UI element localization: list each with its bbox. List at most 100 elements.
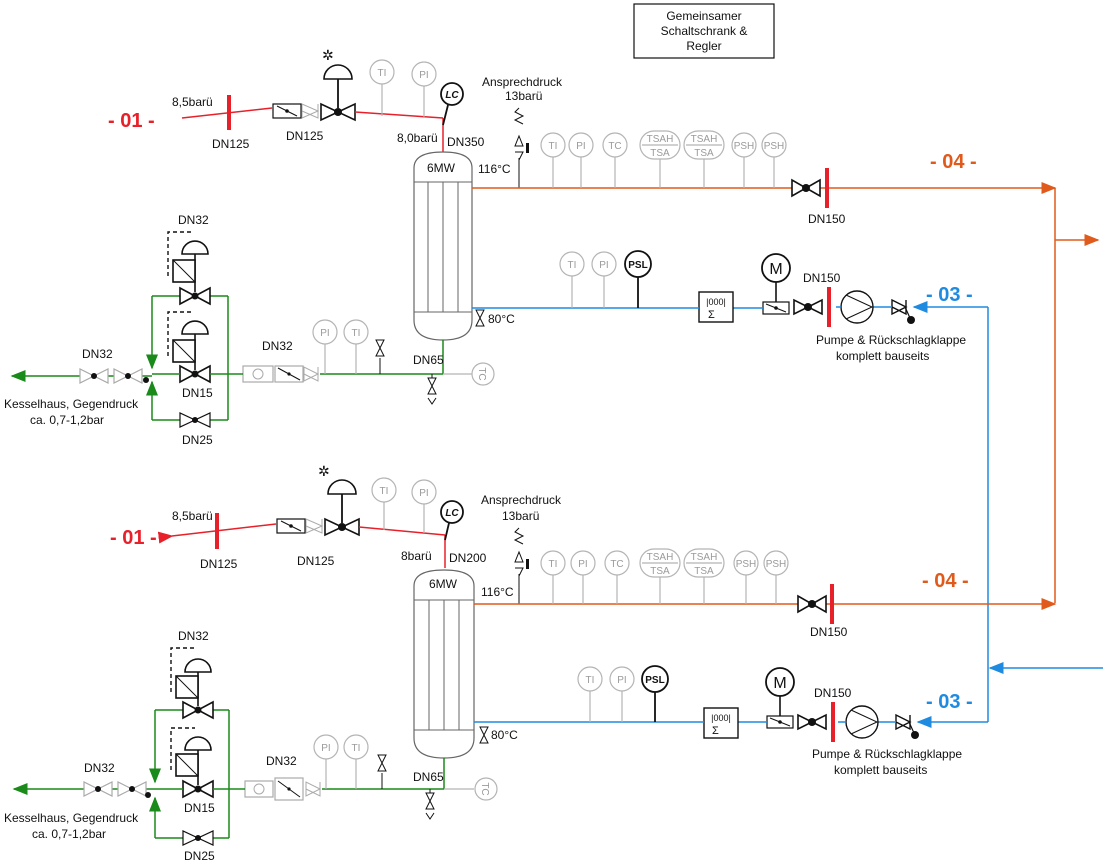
motor-icon (761, 253, 791, 283)
relief-value: 13barü (505, 89, 542, 103)
valve-station-1: DN32 DN15 DN25 (146, 213, 229, 447)
ti-bubble: TI (568, 260, 577, 271)
pi-bubble: PI (419, 70, 428, 81)
tsah-label: TSAH (691, 552, 718, 563)
return-dn: DN150 (803, 271, 841, 285)
psl-bubble: PSL (628, 260, 647, 271)
tc-bubble: TC (479, 782, 490, 795)
panel-line-3: Regler (686, 39, 721, 53)
pump-icon (845, 705, 879, 739)
tsa-label: TSA (694, 566, 714, 577)
common-headers (987, 188, 1103, 722)
valve-station-2: DN32 DN15 DN25 (149, 629, 230, 863)
ti-bubble: TI (352, 328, 361, 339)
cond-dn: DN65 (413, 770, 444, 784)
motor-icon (765, 667, 795, 697)
cold-temp: 80°C (488, 312, 515, 326)
supply-dn: DN150 (810, 625, 848, 639)
control-valve: ✲ (318, 463, 360, 537)
inlet-pressure: 8,5barü (172, 509, 213, 523)
ti-bubble: TI (378, 68, 387, 79)
station-dn-top: DN32 (178, 629, 209, 643)
tsah-label: TSAH (647, 552, 674, 563)
nozzle-dn: DN200 (449, 551, 487, 565)
station-dn15: DN15 (182, 386, 213, 400)
supply-dn: DN150 (808, 212, 846, 226)
stream-03-label: - 03 - (926, 284, 973, 306)
ti-bubble: TI (549, 141, 558, 152)
ti-bubble: TI (352, 743, 361, 754)
psh-bubble: PSH (766, 559, 787, 570)
tc-bubble: TC (476, 367, 487, 380)
station-dn25: DN25 (182, 433, 213, 447)
relief-value: 13barü (502, 509, 539, 523)
stream-03-label: - 03 - (926, 691, 973, 713)
heat-exchanger-1: 6MW (413, 151, 473, 341)
meter-sigma: Σ (712, 725, 719, 737)
stream-04-label: - 04 - (922, 570, 969, 592)
pi-bubble: PI (617, 675, 626, 686)
pump-icon (840, 290, 874, 324)
relief-title: Ansprechdruck (481, 493, 562, 507)
cond-valve-dn: DN32 (262, 339, 293, 353)
psh-bubble: PSH (736, 559, 757, 570)
pi-bubble: PI (320, 328, 329, 339)
stream-01-label: - 01 - (110, 527, 157, 549)
pump-note-2: komplett bauseits (834, 763, 927, 777)
pressure-label: 8,0barü (397, 131, 438, 145)
outlet-note-2: ca. 0,7-1,2bar (30, 413, 104, 427)
hx-power: 6MW (429, 577, 458, 591)
pi-bubble: PI (578, 559, 587, 570)
actuator-icon: ✲ (322, 47, 334, 63)
pi-bubble: PI (321, 743, 330, 754)
nozzle-dn: DN350 (447, 135, 485, 149)
control-panel-box: Gemeinsamer Schaltschrank & Regler (633, 3, 775, 59)
pump-note-2: komplett bauseits (836, 349, 929, 363)
motor-label: M (769, 261, 782, 278)
tsa-label: TSA (650, 148, 670, 159)
tsah-label: TSAH (691, 134, 718, 145)
tsa-label: TSA (650, 566, 670, 577)
unit-2: - 01 - 8,5barü DN125 DN125 ✲ TI PI LC 8b… (4, 463, 1057, 863)
meter-counter: |000| (706, 297, 726, 307)
station-dn15: DN15 (184, 801, 215, 815)
tsah-label: TSAH (647, 134, 674, 145)
station-dn-top: DN32 (178, 213, 209, 227)
pump-note-1: Pumpe & Rückschlagklappe (812, 747, 962, 761)
psh-bubble: PSH (764, 141, 785, 152)
outlet-note-2: ca. 0,7-1,2bar (32, 827, 106, 841)
stream-01-label: - 01 - (108, 110, 155, 132)
outlet-note-1: Kesselhaus, Gegendruck (4, 811, 139, 825)
ti-bubble: TI (586, 675, 595, 686)
relief-title: Ansprechdruck (482, 75, 563, 89)
psl-bubble: PSL (645, 675, 664, 686)
lc-bubble: LC (445, 90, 459, 101)
hx-power: 6MW (427, 161, 456, 175)
pi-bubble: PI (576, 141, 585, 152)
ti-bubble: TI (549, 559, 558, 570)
meter-counter: |000| (711, 713, 731, 723)
outlet-dn: DN32 (84, 761, 115, 775)
heat-meter (703, 707, 739, 739)
unit-1: - 01 - 8,5barü DN125 DN125 ✲ TI PI LC 8,… (4, 47, 1057, 447)
station-dn25: DN25 (184, 849, 215, 863)
inlet-dn: DN125 (212, 137, 250, 151)
ti-bubble: TI (380, 486, 389, 497)
control-valve: ✲ (320, 47, 356, 122)
psh-bubble: PSH (734, 141, 755, 152)
tc-bubble: TC (610, 559, 623, 570)
stream-04-label: - 04 - (930, 151, 977, 173)
heat-exchanger-2: 6MW (413, 569, 475, 759)
outlet-dn: DN32 (82, 347, 113, 361)
cond-dn: DN65 (413, 353, 444, 367)
tsa-label: TSA (694, 148, 714, 159)
motor-label: M (773, 675, 786, 692)
valve-dn: DN125 (286, 129, 324, 143)
panel-line-1: Gemeinsamer (666, 9, 741, 23)
panel-line-2: Schaltschrank & (661, 24, 748, 38)
tc-bubble: TC (608, 141, 621, 152)
hot-temp: 116°C (478, 162, 511, 176)
outlet-note-1: Kesselhaus, Gegendruck (4, 397, 139, 411)
